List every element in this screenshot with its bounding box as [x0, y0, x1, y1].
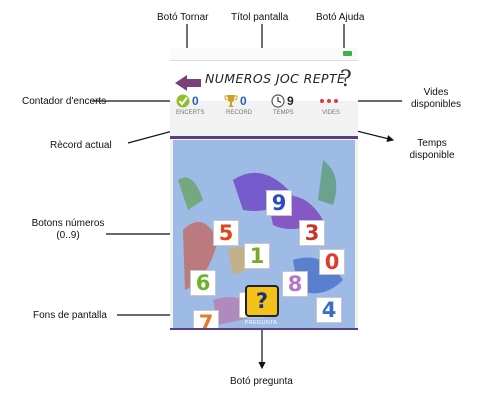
label-hits-counter: Contador d'encerts — [22, 96, 107, 107]
status-bar — [170, 48, 358, 61]
help-button[interactable]: ? — [340, 67, 352, 92]
label-number-buttons-line2: (0..9) — [56, 230, 80, 241]
number-button-3[interactable]: 3 — [299, 220, 325, 246]
header-divider — [170, 136, 358, 139]
trophy-icon — [224, 95, 238, 107]
clock-icon — [271, 94, 285, 108]
life-dot — [320, 99, 324, 103]
number-button-4[interactable]: 4 — [316, 297, 342, 323]
label-number-buttons-line1: Botons números — [31, 218, 105, 229]
screen-title: NUMEROS JOC REPTE — [205, 71, 346, 86]
lives-caption: VIDES — [322, 110, 341, 116]
label-screen-title: Títol pantalla — [231, 12, 289, 23]
label-time: Temps disponible — [400, 138, 464, 162]
label-lives-line2: disponibles — [410, 99, 462, 110]
question-caption: PREGUNTA — [244, 320, 278, 326]
battery-icon — [343, 51, 352, 56]
wallpaper: 9 5 3 1 0 6 8 2 4 7 — [173, 140, 355, 330]
life-dot — [327, 99, 331, 103]
label-number-buttons: Botons números (0..9) — [28, 218, 108, 242]
label-help-button: Botó Ajuda — [316, 12, 365, 23]
label-question-button: Botó pregunta — [230, 376, 293, 387]
number-button-1[interactable]: 1 — [244, 243, 270, 269]
question-button[interactable]: ? — [245, 285, 279, 317]
number-button-9[interactable]: 9 — [266, 190, 292, 216]
record-caption: RECORD — [226, 110, 253, 116]
hits-value: 0 — [192, 94, 199, 108]
label-wallpaper: Fons de pantalla — [33, 310, 107, 321]
label-current-record: Rècord actual — [50, 140, 112, 151]
number-button-7[interactable]: 7 — [193, 310, 219, 330]
label-lives: Vides disponibles — [404, 87, 468, 111]
hits-caption: ENCERTS — [176, 110, 205, 116]
label-time-line2: disponible — [409, 150, 455, 161]
back-button[interactable] — [173, 73, 203, 93]
number-button-5[interactable]: 5 — [213, 220, 239, 246]
record-value: 0 — [240, 94, 247, 108]
back-arrow-icon — [175, 75, 201, 91]
number-button-8[interactable]: 8 — [282, 271, 308, 297]
app-screen: NUMEROS JOC REPTE ? 0 ENCERTS 0 RECORD 9… — [170, 48, 358, 330]
number-button-6[interactable]: 6 — [190, 270, 216, 296]
title-bar — [170, 61, 358, 101]
number-button-0[interactable]: 0 — [319, 249, 345, 275]
bottom-bar — [170, 328, 358, 330]
check-icon — [176, 94, 190, 108]
label-lives-line1: Vides — [423, 87, 449, 98]
label-time-line1: Temps — [417, 138, 447, 149]
label-back-button: Botó Tornar — [157, 12, 209, 23]
time-caption: TEMPS — [273, 110, 294, 116]
life-dot — [334, 99, 338, 103]
time-value: 9 — [287, 94, 294, 108]
